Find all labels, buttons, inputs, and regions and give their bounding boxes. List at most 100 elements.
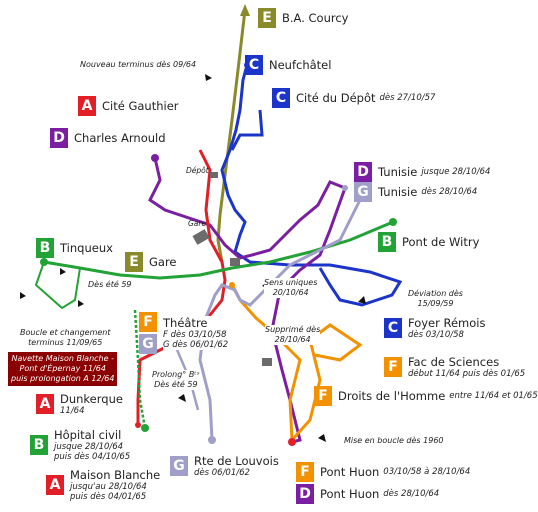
station-name: Pont de Witry — [402, 235, 480, 249]
station-label-foyer-remois: C Foyer Rémois dès 03/10/58 — [384, 316, 486, 340]
station-date: 03/10/58 à 28/10/64 — [383, 467, 471, 477]
station-date: F dès 03/10/58 — [163, 330, 227, 340]
line-e-badge: E — [125, 252, 143, 272]
line-a-route — [136, 149, 227, 425]
station-label-droits-de-l-homme: F Droits de l'Homme entre 11/64 et 01/65 — [314, 386, 538, 406]
station-label-maison-blanche: A Maison Blanche jusqu'au 28/10/64 puis … — [46, 468, 161, 502]
arrow-marker-icon — [358, 296, 366, 304]
station-date: dès 06/01/62 — [194, 468, 250, 478]
line-f-badge: F — [314, 386, 332, 406]
centre-building-icon — [230, 258, 240, 266]
station-label-rte-de-louvois: G Rte de Louvois dès 06/01/62 — [170, 454, 279, 478]
line-d-badge: D — [296, 484, 314, 504]
line-d-badge: D — [354, 162, 372, 182]
note-des-ete: Dès été 59 — [88, 280, 132, 290]
terminus-tunisie — [342, 185, 348, 191]
line-a-badge: A — [46, 475, 64, 495]
line-f-route — [230, 284, 363, 444]
line-g-badge: G — [170, 456, 188, 476]
note-line: Sens uniques — [264, 278, 318, 287]
station-label-neufchatel: C Neufchâtel — [245, 55, 332, 75]
line-g-route — [198, 199, 362, 441]
station-label-tunisie-g: G Tunisie dès 28/10/64 — [354, 182, 478, 202]
note-supprime: Supprimé dès 28/10/64 — [265, 325, 321, 345]
terminus-tinqueux — [40, 258, 48, 266]
note-navette: Navette Maison Blanche - Pont d'Épernay … — [8, 352, 118, 386]
note-line: 15/09/59 — [417, 299, 454, 308]
station-label-cite-du-depot: C Cité du Dépôt dès 27/10/57 — [272, 88, 436, 108]
station-name: B.A. Courcy — [282, 11, 349, 25]
note-sens-uniques: Sens uniques 20/10/64 — [264, 278, 318, 298]
station-label-charles-arnould: D Charles Arnould — [50, 128, 166, 148]
arrow-marker-icon — [318, 434, 326, 442]
station-name: Pont Huon — [320, 487, 380, 501]
note-line: Navette Maison Blanche - — [11, 354, 114, 363]
station-name: Pont Huon — [320, 465, 380, 479]
line-c-badge: C — [245, 55, 263, 75]
arrow-marker-icon — [78, 300, 84, 307]
station-label-pont-huon-d: D Pont Huon dès 28/10/64 — [296, 484, 440, 504]
station-label-fac-de-sciences: F Fac de Sciences début 11/64 puis dès 0… — [384, 355, 526, 379]
station-date: début 11/64 puis dès 01/65 — [408, 369, 526, 379]
line-f-badge: F — [139, 312, 157, 332]
station-name: Gare — [149, 255, 177, 269]
station-name: Droits de l'Homme — [338, 389, 446, 403]
station-date: G dès 06/01/62 — [163, 340, 229, 350]
station-label-pont-de-witry: B Pont de Witry — [378, 232, 480, 252]
line-e-route — [216, 9, 247, 263]
station-label-theatre: F G Théâtre F dès 03/10/58 G dès 06/01/6… — [139, 312, 229, 354]
terminus-theatre — [229, 282, 235, 288]
station-name: Rte de Louvois — [194, 454, 279, 468]
station-name: Hôpital civil — [54, 428, 122, 442]
line-b-badge: B — [30, 435, 48, 455]
line-c-badge: C — [384, 318, 402, 338]
line-b-tinqueux-loop — [34, 261, 81, 310]
line-c-depot-branch — [230, 109, 264, 151]
station-date: dès 28/10/64 — [421, 187, 478, 197]
line-c-badge: C — [272, 88, 290, 108]
station-date: dès 03/10/58 — [408, 330, 464, 340]
station-name: Tunisie — [378, 185, 418, 199]
note-depot: Dépôt — [186, 166, 209, 175]
terminus-dunkerque — [135, 422, 141, 428]
station-name: Tinqueux — [60, 241, 113, 255]
station-label-tunisie-d: D Tunisie jusque 28/10/64 — [354, 162, 491, 182]
note-line: 28/10/64 — [274, 335, 311, 344]
note-line: Dès été 59 — [154, 380, 198, 389]
terminus-pont-witry — [389, 218, 397, 226]
line-b-badge: B — [36, 238, 54, 258]
station-name: Neufchâtel — [269, 58, 332, 72]
note-nouveau-terminus: Nouveau terminus dès 09/64 — [80, 60, 197, 70]
note-gare-stop: Gare — [188, 219, 207, 228]
station-name: Foyer Rémois — [408, 316, 486, 330]
note-boucle-changement: Boucle et changement terminus 11/09/65 — [20, 328, 111, 348]
gare-building-icon — [192, 229, 210, 245]
note-line: Boucle et changement — [20, 328, 111, 337]
line-b-badge: B — [378, 232, 396, 252]
station-name: Théâtre — [163, 316, 208, 330]
station-date: dès 27/10/57 — [379, 93, 436, 103]
line-d-badge: D — [50, 128, 68, 148]
station-date: jusqu'au 28/10/64 — [70, 482, 147, 492]
station-name: Tunisie — [378, 165, 418, 179]
station-name: Dunkerque — [60, 392, 123, 406]
station-date: entre 11/64 et 01/65 — [449, 391, 538, 401]
station-date: 11/64 — [60, 406, 85, 416]
arrow-marker-icon — [20, 292, 26, 299]
station-date: jusque 28/10/64 — [421, 167, 491, 177]
north-arrow-icon — [240, 4, 250, 16]
line-g-badge: G — [139, 334, 157, 354]
arrow-marker-icon — [60, 268, 66, 275]
station-name: Maison Blanche — [70, 468, 161, 482]
station-name: Charles Arnould — [74, 131, 166, 145]
south-building-icon — [262, 358, 272, 366]
station-name: Cité Gauthier — [102, 99, 179, 113]
note-deviation: Déviation dès 15/09/59 — [408, 289, 463, 309]
terminus-pont-huon — [288, 438, 296, 446]
note-mise-en-boucle: Mise en boucle dès 1960 — [344, 436, 444, 446]
note-line: Déviation dès — [408, 289, 463, 298]
note-line: 20/10/64 — [272, 288, 309, 297]
station-name: Cité du Dépôt — [296, 91, 376, 105]
note-prolongement: Prolong° Bᵗˢ Dès été 59 — [152, 370, 200, 390]
station-label-ba-courcy: E B.A. Courcy — [258, 8, 349, 28]
